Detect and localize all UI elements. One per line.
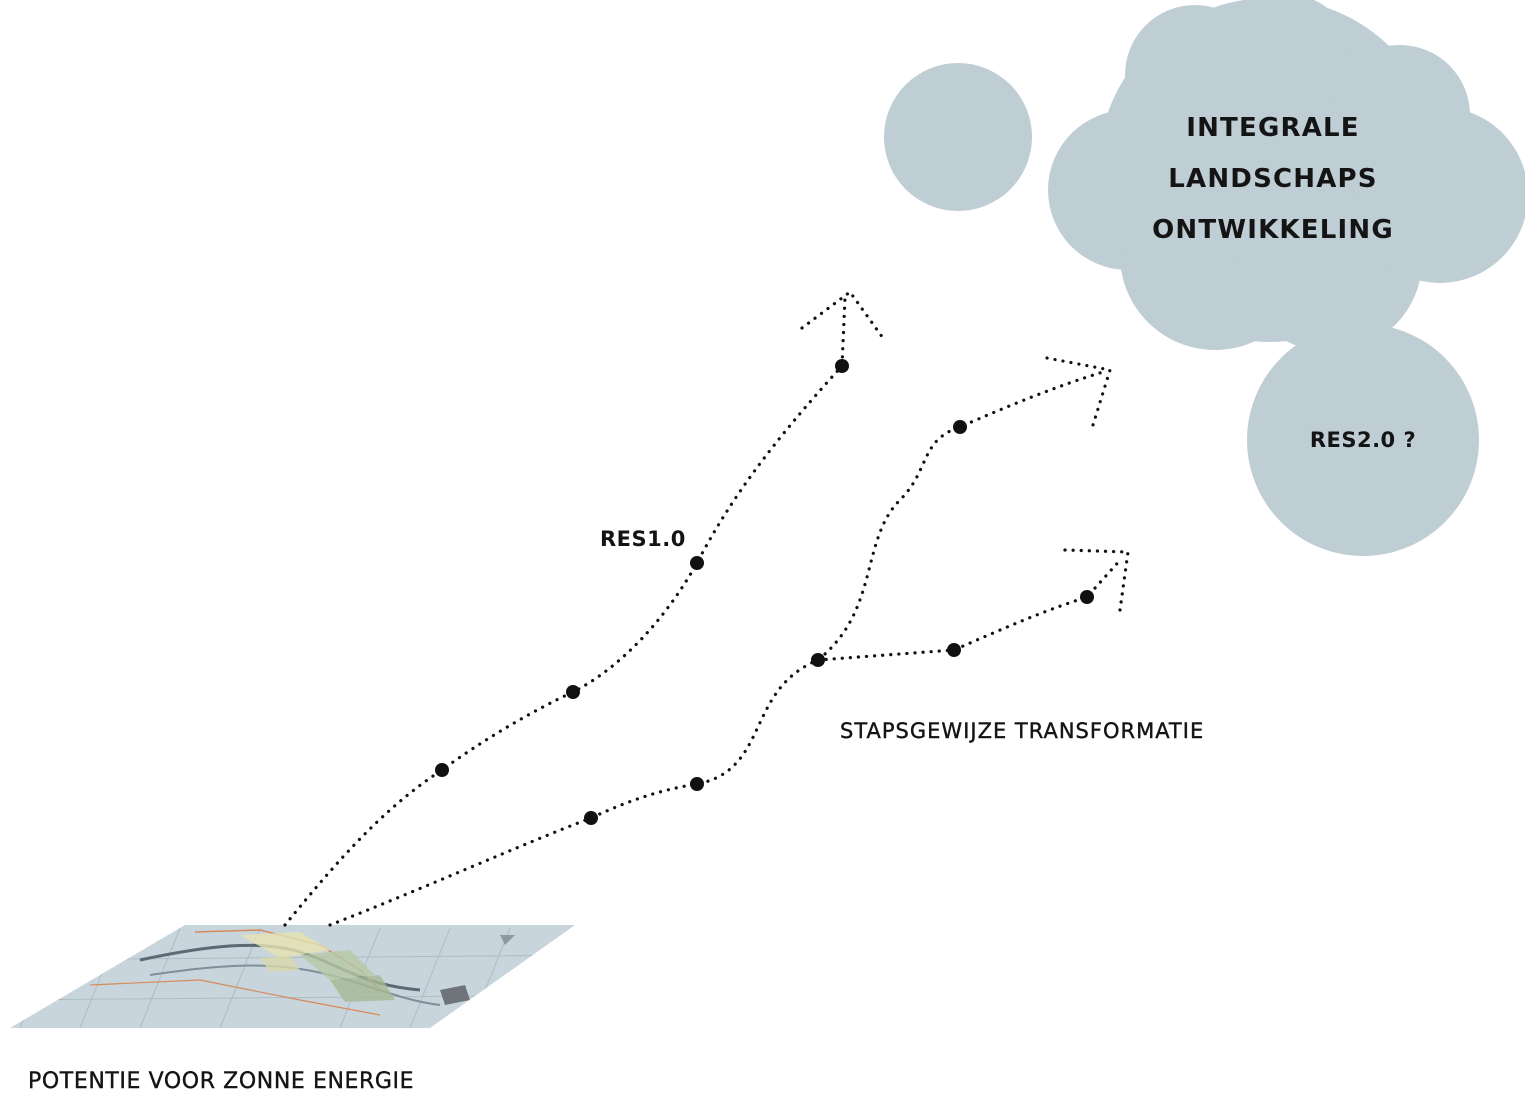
dotted-paths [283,289,1130,927]
bubble-group [884,0,1525,556]
cloud-title-line-1: INTEGRALE [1186,113,1360,143]
transformation-label: STAPSGEWIJZE TRANSFORMATIE [840,719,1205,743]
landscape-cloud [1048,0,1525,352]
path-nodes [435,359,1094,825]
node [690,777,704,791]
node [953,420,967,434]
node [566,685,580,699]
dotted-arrowhead [800,289,885,340]
node [435,763,449,777]
res1-label: RES1.0 [600,527,686,551]
node [584,811,598,825]
node [835,359,849,373]
path-branch [816,556,1124,662]
landscape-map-thumbnail [10,925,575,1028]
cloud-title-line-3: ONTWIKKELING [1152,215,1394,245]
cloud-title: INTEGRALE LANDSCHAPS ONTWIKKELING [1120,103,1426,256]
node [1080,590,1094,604]
small-bubble [884,63,1032,211]
node [690,556,704,570]
res2-bubble [1247,324,1479,556]
path-res1 [283,296,847,927]
path-res2 [328,370,1105,927]
node [811,653,825,667]
cloud-title-line-2: LANDSCHAPS [1168,164,1378,194]
res2-label: RES2.0 ? [1309,428,1417,452]
node [947,643,961,657]
dotted-arrowhead [1045,356,1113,427]
potential-label: POTENTIE VOOR ZONNE ENERGIE [28,1069,415,1094]
